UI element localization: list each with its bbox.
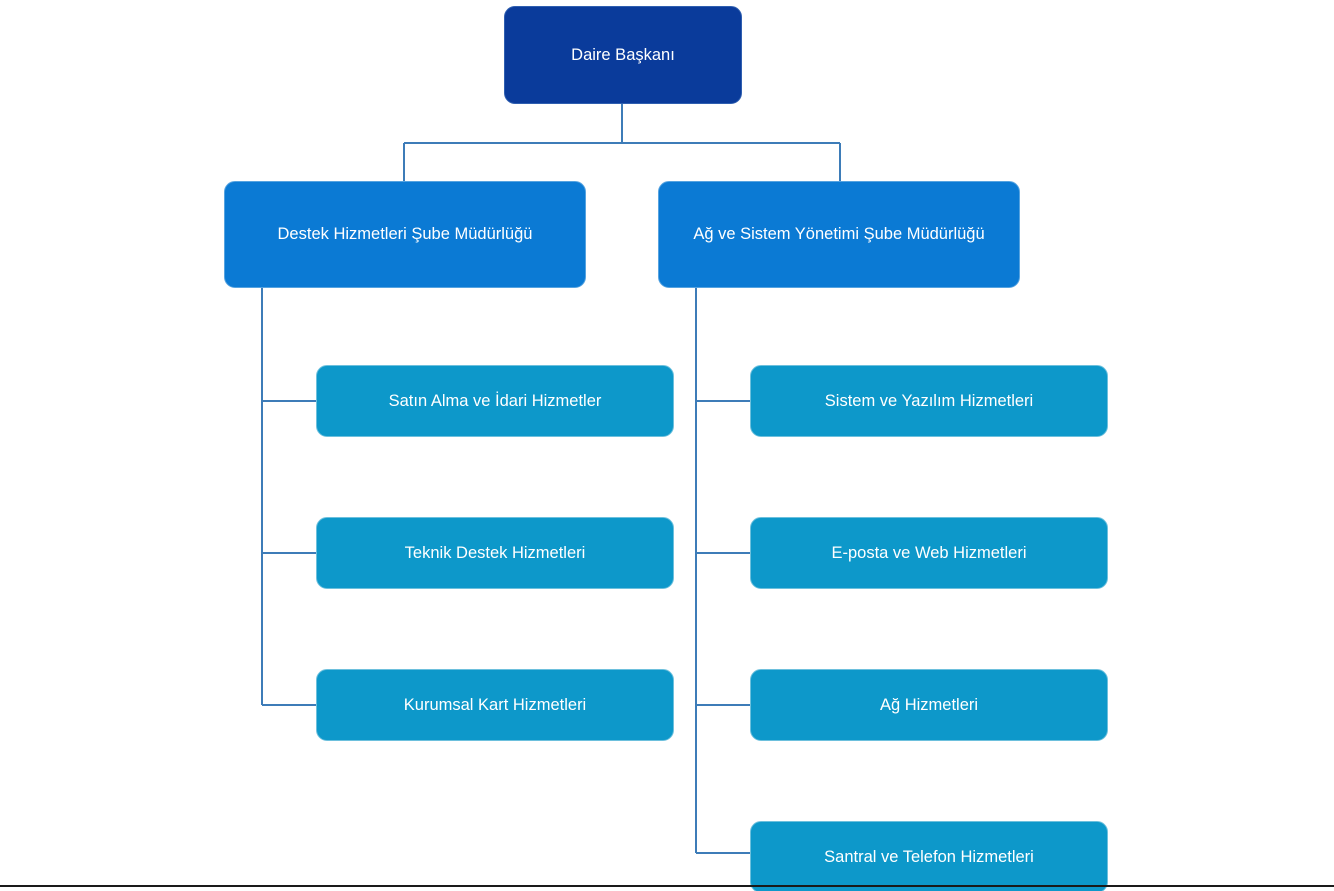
node-branch-label: Destek Hizmetleri Şube Müdürlüğü <box>277 225 533 244</box>
node-leaf-label: E-posta ve Web Hizmetleri <box>831 543 1027 562</box>
node-branch-label: Ağ ve Sistem Yönetimi Şube Müdürlüğü <box>693 225 985 244</box>
node-leaf-eposta-web[interactable]: E-posta ve Web Hizmetleri <box>750 517 1108 589</box>
node-leaf-kurumsal-kart[interactable]: Kurumsal Kart Hizmetleri <box>316 669 674 741</box>
node-branch-destek-hizmetleri[interactable]: Destek Hizmetleri Şube Müdürlüğü <box>224 181 586 288</box>
node-leaf-teknik-destek[interactable]: Teknik Destek Hizmetleri <box>316 517 674 589</box>
node-branch-ag-ve-sistem-yonetimi[interactable]: Ağ ve Sistem Yönetimi Şube Müdürlüğü <box>658 181 1020 288</box>
node-leaf-santral-telefon[interactable]: Santral ve Telefon Hizmetleri <box>750 821 1108 891</box>
node-leaf-label: Ağ Hizmetleri <box>879 695 979 714</box>
node-root-label: Daire Başkanı <box>571 45 675 64</box>
bottom-rule <box>0 885 1334 887</box>
node-leaf-label: Kurumsal Kart Hizmetleri <box>403 695 587 714</box>
node-leaf-sistem-yazilim[interactable]: Sistem ve Yazılım Hizmetleri <box>750 365 1108 437</box>
node-leaf-label: Santral ve Telefon Hizmetleri <box>824 847 1034 866</box>
node-leaf-label: Sistem ve Yazılım Hizmetleri <box>824 391 1034 410</box>
node-leaf-ag-hizmetleri[interactable]: Ağ Hizmetleri <box>750 669 1108 741</box>
node-leaf-satin-alma[interactable]: Satın Alma ve İdari Hizmetler <box>316 365 674 437</box>
node-leaf-label: Satın Alma ve İdari Hizmetler <box>388 391 602 410</box>
node-leaf-label: Teknik Destek Hizmetleri <box>404 543 586 562</box>
node-root[interactable]: Daire Başkanı <box>504 6 742 104</box>
